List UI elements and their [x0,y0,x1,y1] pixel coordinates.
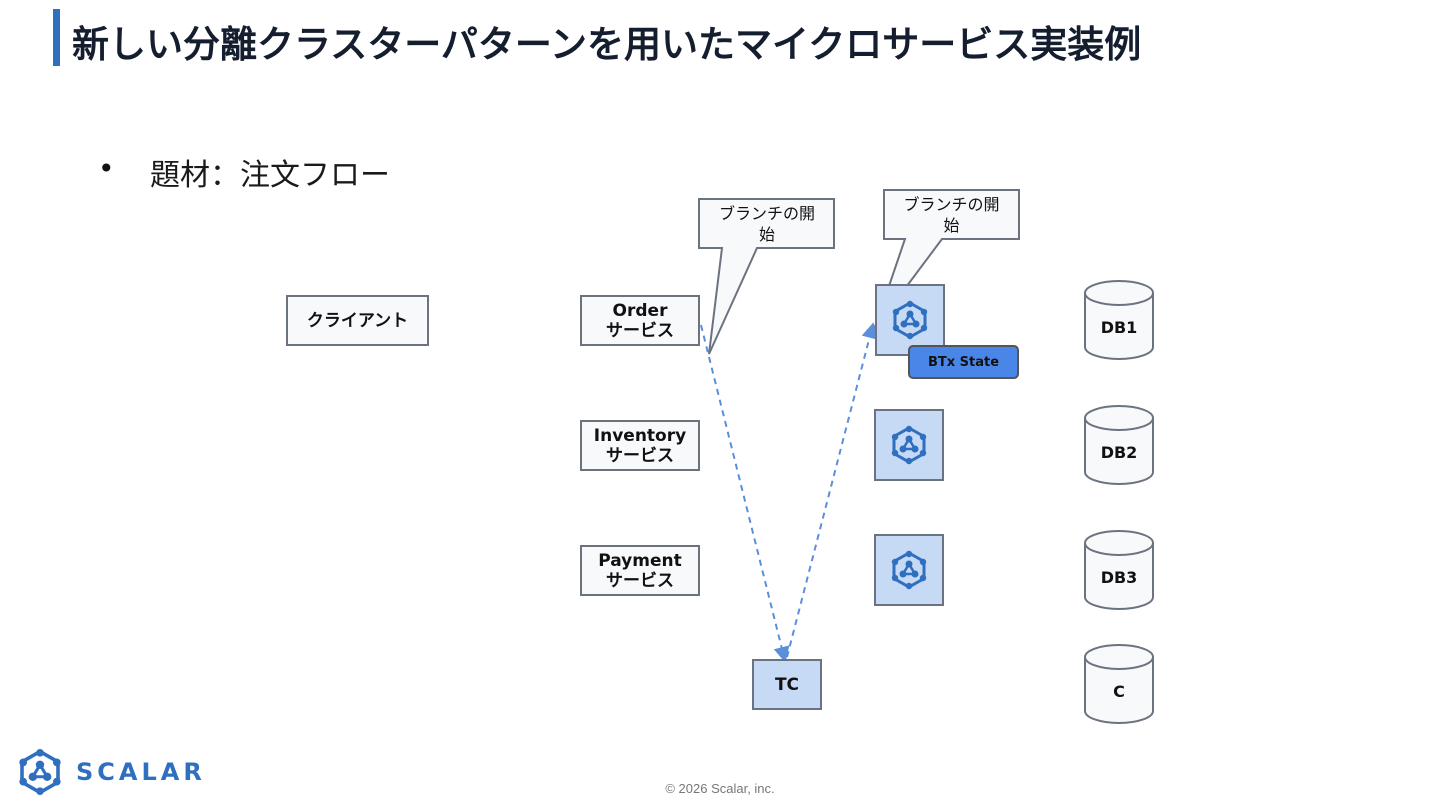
callout-1-text: ブランチの開 始 [718,204,815,244]
scalar-node-icon [892,300,928,340]
db2-label: DB2 [1100,443,1138,462]
db-cylinder-4 [1084,644,1154,724]
title-accent-bar [53,9,60,66]
order-service-box: Order サービス [580,295,700,346]
db1-label: DB1 [1100,318,1138,337]
bullet-text: 題材：注文フロー [150,158,390,193]
arrow-tc-to-node [786,322,878,658]
slide-title: 新しい分離クラスターパターンを用いたマイクロサービス実装例 [72,23,1142,66]
db3-label: DB3 [1100,568,1138,587]
scalar-node-icon [891,425,927,465]
copyright-footer: © 2026 Scalar, inc. [665,781,775,796]
inventory-service-box: Inventory サービス [580,420,700,471]
scalar-node-3 [874,534,944,606]
bullet-marker: • [98,152,115,185]
callout-1 [698,198,835,355]
scalar-node-icon [891,550,927,590]
tc-box: TC [752,659,822,710]
scalar-logo-text: SCALAR [76,758,206,786]
payment-service-box: Payment サービス [580,545,700,596]
db-cylinder-1 [1084,280,1154,360]
client-box: クライアント [286,295,429,346]
c-label: C [1113,682,1125,701]
db-cylinder-3 [1084,530,1154,610]
scalar-logo-icon [19,748,61,796]
scalar-node-2 [874,409,944,481]
arrow-order-to-tc [700,324,790,663]
db-cylinder-2 [1084,405,1154,485]
callout-2-text: ブランチの開 始 [903,195,1000,235]
btx-state-badge: BTx State [908,345,1019,379]
